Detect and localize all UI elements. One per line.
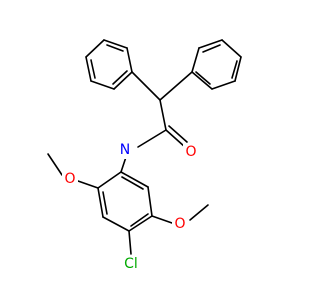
substituents xyxy=(47,153,209,255)
carbonyl-oxygen-label: O xyxy=(185,144,196,160)
bond xyxy=(198,39,223,49)
methoxy-oxygen-lower-label: O xyxy=(174,216,185,232)
bond xyxy=(191,47,200,73)
atom-methoxy-oxygen-upper: O xyxy=(62,170,78,188)
bond xyxy=(151,215,173,224)
molecule-canvas: N O O O Cl xyxy=(47,39,242,273)
bond xyxy=(102,216,130,232)
molecule-structure: N O O O Cl xyxy=(47,39,242,273)
bond xyxy=(128,230,132,255)
bond xyxy=(168,125,188,143)
bond xyxy=(85,39,105,58)
bond xyxy=(221,39,242,58)
methoxy-oxygen-upper-label: O xyxy=(64,171,75,187)
bond xyxy=(137,129,167,148)
bond xyxy=(113,71,133,90)
bond xyxy=(120,171,149,188)
left-phenyl-ring xyxy=(85,39,133,90)
bond xyxy=(97,187,104,218)
atom-carbonyl-oxygen: O xyxy=(183,143,199,161)
bond xyxy=(202,44,221,53)
bond xyxy=(231,60,238,79)
chlorine-label: Cl xyxy=(124,256,138,272)
bond xyxy=(126,47,133,73)
bond xyxy=(128,215,153,232)
bond xyxy=(90,80,115,90)
bond xyxy=(234,56,242,82)
bond xyxy=(47,153,63,176)
bond xyxy=(97,171,122,189)
atom-nitrogen: N xyxy=(117,141,133,159)
bond xyxy=(130,213,149,227)
bond xyxy=(121,176,144,190)
bond xyxy=(147,186,153,217)
bond xyxy=(165,129,186,148)
bond xyxy=(103,39,128,49)
bond xyxy=(191,71,213,90)
bond xyxy=(195,71,211,85)
chlorodimethoxyphenyl-ring xyxy=(97,171,153,232)
atom-methoxy-oxygen-lower: O xyxy=(172,215,188,233)
bond xyxy=(77,180,99,189)
bond xyxy=(159,71,193,101)
bond xyxy=(211,80,236,90)
bond xyxy=(131,71,161,101)
bond xyxy=(112,70,128,85)
bond xyxy=(102,191,108,215)
bond xyxy=(85,56,92,82)
right-phenyl-ring xyxy=(191,39,242,90)
bond xyxy=(90,59,96,79)
bond xyxy=(106,44,124,52)
bond xyxy=(189,204,209,221)
bond xyxy=(159,99,167,131)
atom-chlorine: Cl xyxy=(119,255,143,273)
nitrogen-label: N xyxy=(120,142,130,158)
